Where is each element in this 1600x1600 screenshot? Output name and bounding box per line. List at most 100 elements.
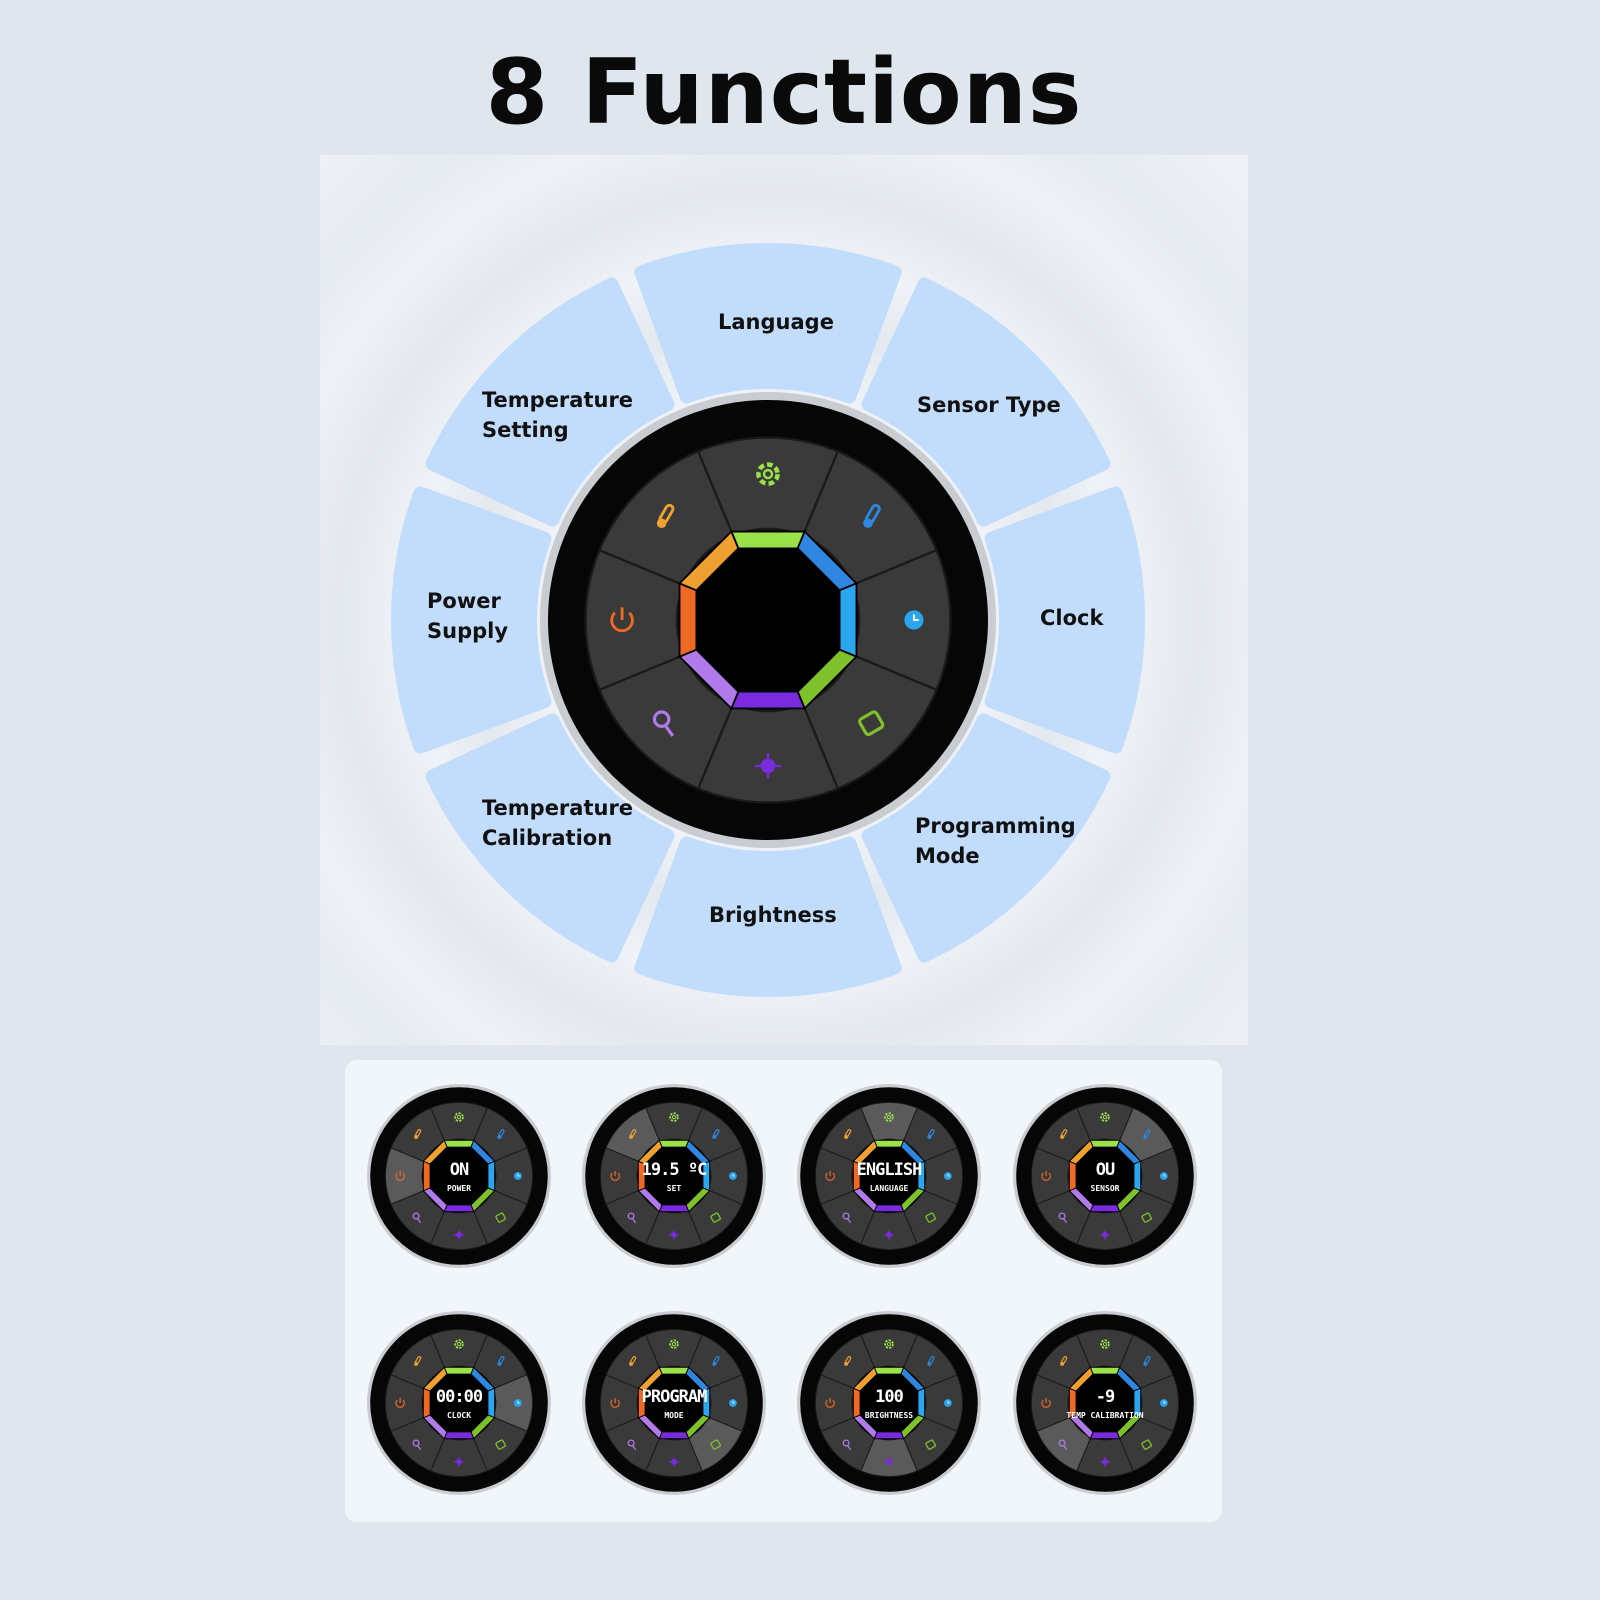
power-icon [610, 1399, 620, 1408]
segment-thermometer [597, 449, 735, 587]
sensor-icon-bulb [863, 518, 873, 528]
screen-label: POWER [446, 1183, 472, 1193]
brightness-icon-rays [668, 1456, 680, 1468]
power-icon [610, 1172, 620, 1181]
alarm-clock-icon-hands [517, 1400, 520, 1404]
power-icon [825, 1399, 835, 1408]
gear-icon-inner [1102, 1115, 1108, 1120]
octagon-edge [838, 581, 858, 659]
mini-dial-graphic [582, 1084, 766, 1268]
label-line: Power [427, 589, 501, 613]
alarm-clock-icon-hands [1163, 1400, 1166, 1404]
brightness-icon-rays [1099, 1229, 1111, 1241]
octagon-edge [729, 690, 807, 710]
label-line: Setting [482, 418, 569, 442]
petal-brightness [634, 836, 902, 997]
petal-alarm-clock [984, 486, 1145, 754]
brightness-icon-rays [453, 1229, 465, 1241]
mini-dial [367, 1311, 551, 1495]
probe-icon [412, 1439, 420, 1447]
probe-icon [1058, 1212, 1066, 1220]
alarm-clock-icon-hands [912, 614, 919, 621]
mini-dial [582, 1084, 766, 1268]
alarm-clock-icon-hands [947, 1173, 950, 1177]
power-icon [825, 1172, 835, 1181]
petal-calendar [861, 713, 1111, 963]
screen-value: ON [449, 1159, 470, 1180]
center-screen [645, 1147, 703, 1205]
alarm-clock-icon-hands [947, 1400, 950, 1404]
center-screen [1076, 1374, 1134, 1432]
label-language: Language [718, 310, 834, 334]
label-line: Mode [915, 844, 980, 868]
thermometer-icon-bulb [414, 1135, 419, 1139]
mini-dial-graphic [1013, 1084, 1197, 1268]
gear-icon-inner [886, 1115, 892, 1120]
screen-label: LANGUAGE [869, 1183, 909, 1193]
brightness-icon-rays [755, 753, 781, 779]
probe-icon [627, 1212, 635, 1220]
probe-icon [412, 1212, 420, 1220]
probe-icon-stem [846, 1217, 852, 1224]
calendar-icon [1141, 1439, 1152, 1450]
mini-dial [797, 1311, 981, 1495]
calendar-icon [710, 1439, 721, 1450]
gear-icon-inner [456, 1115, 462, 1120]
petal-power [391, 486, 552, 754]
calendar-icon [925, 1212, 936, 1223]
probe-icon [652, 710, 671, 728]
thermometer-icon-bulb [844, 1135, 849, 1139]
gear-icon-inner [456, 1342, 462, 1347]
alarm-clock-icon-hands [1163, 1173, 1166, 1177]
mini-dial [582, 1311, 766, 1495]
mini-dial [1013, 1311, 1197, 1495]
sensor-icon-bulb [712, 1362, 717, 1366]
petal-sensor [861, 277, 1111, 527]
power-icon [610, 611, 634, 633]
center-screen [430, 1147, 488, 1205]
center-screen [860, 1374, 918, 1432]
screen-label: SET [666, 1183, 682, 1193]
mini-dial-graphic [797, 1084, 981, 1268]
thermometer-icon-bulb [629, 1362, 634, 1366]
sensor-icon-bulb [1143, 1135, 1148, 1139]
label-line: Calibration [482, 826, 613, 850]
gear-icon-inner [671, 1115, 677, 1120]
center-screen [645, 1374, 703, 1432]
alarm-clock-icon-hands [517, 1173, 520, 1177]
brightness-icon-rays [668, 1229, 680, 1241]
probe-icon [842, 1212, 850, 1220]
probe-icon-stem [663, 723, 675, 737]
screen-label: BRIGHTNESS [864, 1410, 914, 1420]
thermometer-icon-bulb [414, 1362, 419, 1366]
alarm-clock-icon-hands [732, 1173, 735, 1177]
power-icon [1041, 1399, 1051, 1408]
sensor-icon-bulb [927, 1362, 932, 1366]
screen-label: MODE [664, 1410, 684, 1420]
thermometer-icon-bulb [629, 1135, 634, 1139]
label-brightness: Brightness [709, 903, 837, 927]
label-sensor-type: Sensor Type [917, 393, 1061, 417]
octagon-edge [678, 581, 698, 659]
center-screen [696, 548, 840, 692]
screen-label: CLOCK [446, 1410, 472, 1420]
screen-value: 100 [875, 1386, 904, 1407]
gear-icon [756, 462, 780, 486]
screen-label: TEMP CALIBRATION [1066, 1410, 1144, 1420]
thermometer-icon-bulb [656, 518, 667, 528]
mini-dial-graphic [367, 1084, 551, 1268]
calendar-icon [495, 1439, 506, 1450]
petal-gear [634, 243, 902, 404]
page-title: 8 Functions [485, 40, 1083, 145]
mini-dial [367, 1084, 551, 1268]
